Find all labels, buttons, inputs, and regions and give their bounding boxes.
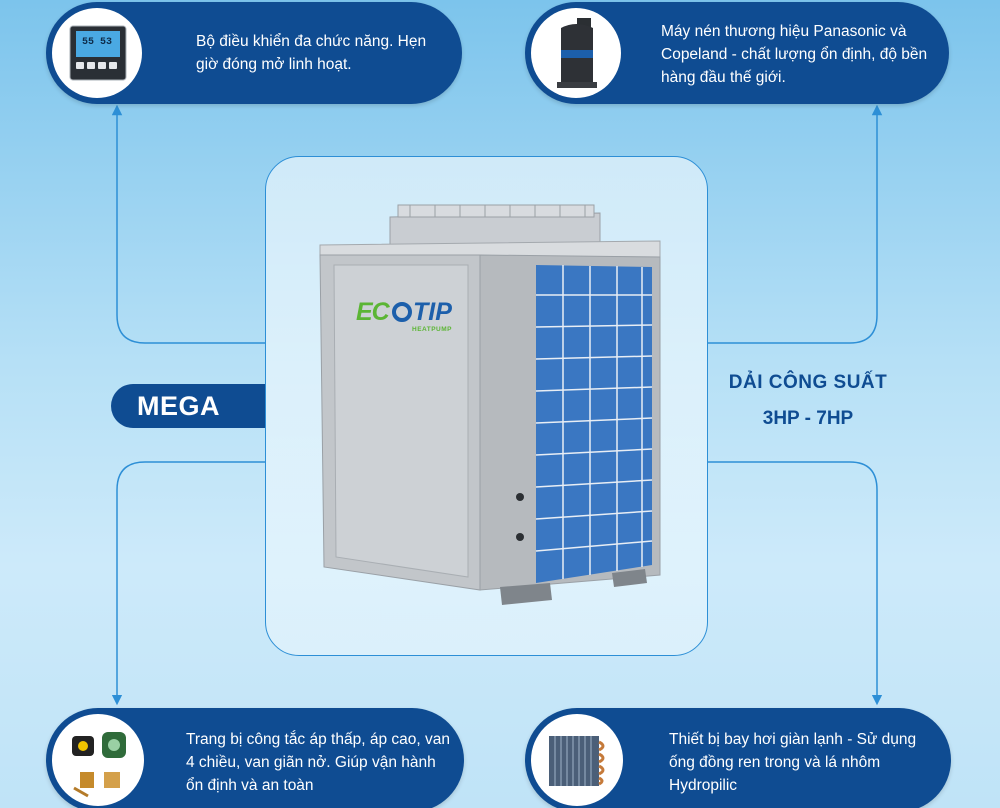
brand-logo-sub: HEATPUMP <box>412 326 452 333</box>
brand-logo-right: TIP <box>413 298 452 326</box>
capacity-title: DẢI CÔNG SUẤT <box>728 372 888 393</box>
compressor-description: Máy nén thương hiệu Panasonic và Copelan… <box>661 23 928 86</box>
evaporator-coil-icon <box>549 736 605 786</box>
brand-gear-icon <box>392 302 412 322</box>
controller-display-right: 53 <box>100 37 113 48</box>
feature-compressor: Máy nén thương hiệu Panasonic và Copelan… <box>525 2 949 104</box>
evaporator-thumbnail <box>531 714 623 806</box>
compressor-thumbnail <box>531 8 621 98</box>
brand-logo: EC TIP HEATPUMP <box>356 298 462 340</box>
switches-description: Trang bị công tắc áp thấp, áp cao, van 4… <box>186 731 450 794</box>
brand-logo-left: EC <box>356 298 390 326</box>
model-label: MEGA <box>111 384 265 428</box>
capacity-value: 3HP - 7HP <box>762 408 854 429</box>
heat-pump-unit-image <box>319 204 661 605</box>
feature-switches: Trang bị công tắc áp thấp, áp cao, van 4… <box>46 708 464 808</box>
controller-description: Bộ điều khiển đa chức năng. Hẹn giờ đóng… <box>196 33 427 73</box>
evaporator-description: Thiết bị bay hơi giàn lạnh - Sử dụng ống… <box>669 731 917 794</box>
feature-controller: 55 53 Bộ điều khiển đa chức năng. Hẹn gi… <box>46 2 462 104</box>
feature-evaporator: Thiết bị bay hơi giàn lạnh - Sử dụng ống… <box>525 708 951 808</box>
switches-thumbnail <box>52 714 144 806</box>
controller-display-left: 55 <box>82 37 95 48</box>
compressor-icon <box>557 18 597 88</box>
pressure-switch-icon <box>72 732 126 798</box>
controller-panel-icon <box>69 25 127 81</box>
controller-thumbnail: 55 53 <box>52 8 142 98</box>
